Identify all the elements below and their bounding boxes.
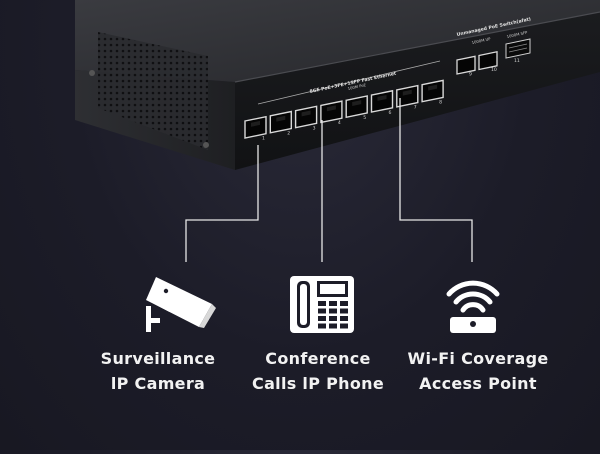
- screw-icon: [89, 70, 95, 76]
- keypad-key: [318, 323, 326, 329]
- keypad-key: [329, 308, 337, 314]
- port-number: 4: [338, 120, 341, 126]
- keypad-key: [318, 301, 326, 306]
- rj45-port: 4: [320, 100, 343, 126]
- caption-line: Surveillance: [100, 349, 216, 368]
- keypad-key: [329, 323, 337, 329]
- rj45-port: 5: [345, 95, 368, 121]
- desk-phone-icon: [290, 276, 354, 333]
- rj45-port: 2: [269, 110, 292, 137]
- uplink-sub-label: 1000M UP: [471, 36, 492, 45]
- keypad-key: [329, 301, 337, 306]
- sfp-label: 1000M SFP: [506, 30, 528, 39]
- sfp-port: [505, 38, 531, 59]
- keypad-key: [340, 308, 348, 314]
- connector-lines: [185, 98, 473, 262]
- caption-line: Access Point: [419, 374, 537, 393]
- rj45-port: 6: [370, 89, 394, 116]
- rj45-port: 8: [421, 79, 444, 105]
- keypad-key: [340, 316, 348, 321]
- port-number: 1: [262, 136, 265, 142]
- keypad-key: [329, 316, 337, 321]
- security-camera-icon: [146, 277, 216, 332]
- port-number: 5: [363, 115, 366, 121]
- keypad-key: [340, 323, 348, 329]
- uplink-port-group: 9 10 11: [456, 51, 520, 77]
- port-number: 7: [414, 105, 417, 111]
- caption-line: Conference: [265, 349, 371, 368]
- port-number: 2: [287, 131, 290, 137]
- uplink-port: 10: [478, 51, 498, 73]
- poe-sub-label: 100M PoE: [347, 82, 367, 91]
- caption-line: Wi-Fi Coverage: [407, 349, 549, 368]
- device-caption-access-point: Wi-Fi Coverage Access Point: [393, 346, 563, 396]
- caption-line: lP Camera: [110, 374, 206, 393]
- device-caption-phone: Conference Calls lP Phone: [233, 346, 403, 396]
- uplink-port: 9: [456, 55, 476, 77]
- port-number: 10: [491, 67, 497, 73]
- rj45-port: 1: [244, 115, 267, 142]
- port-number: 11: [514, 58, 520, 64]
- keypad-key: [318, 308, 326, 314]
- rj45-port-group: 1 2 3 4 5 6 7 8: [244, 79, 444, 142]
- rj45-port: 7: [396, 84, 419, 111]
- keypad-key: [340, 301, 348, 306]
- connector-line-access-point: [399, 98, 473, 262]
- port-number: 8: [439, 99, 442, 105]
- connector-line-camera: [185, 145, 259, 262]
- device-caption-camera: Surveillance lP Camera: [73, 346, 243, 396]
- wifi-access-point-icon: [446, 280, 500, 333]
- keypad-key: [318, 316, 326, 321]
- caption-line: Calls lP Phone: [252, 374, 384, 393]
- vent-grille: [98, 32, 208, 150]
- rj45-port: 3: [294, 105, 318, 131]
- port-number: 3: [313, 125, 316, 131]
- port-number: 6: [389, 110, 392, 116]
- port-number: 9: [469, 71, 472, 77]
- screw-icon: [203, 142, 209, 148]
